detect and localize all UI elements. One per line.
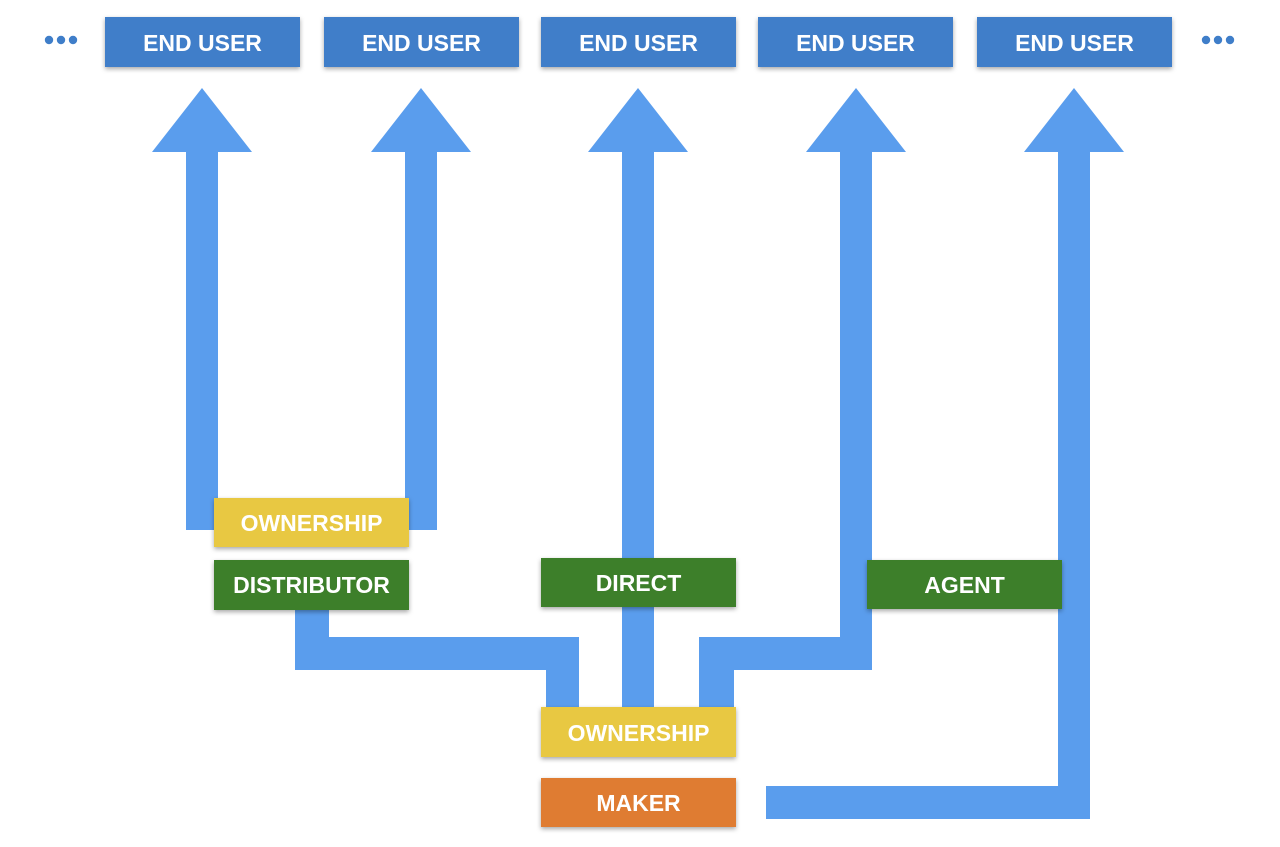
end-user-box-4: END USER (758, 17, 953, 67)
arrows (152, 88, 1124, 819)
end-user-box-3: END USER (541, 17, 736, 67)
maker-label: MAKER (596, 790, 681, 816)
connector-maker-to-end-user-5 (766, 786, 1090, 819)
end-user-box-2: END USER (324, 17, 519, 67)
end-user-label: END USER (1015, 30, 1134, 56)
direct-box: DIRECT (541, 558, 736, 607)
connector-ownership-to-distributor (295, 606, 579, 708)
ellipsis-right (1201, 35, 1235, 45)
distributor-box: DISTRIBUTOR (214, 560, 409, 610)
ownership-box-bottom: OWNERSHIP (541, 707, 736, 757)
ellipsis-left (44, 35, 78, 45)
end-user-box-5: END USER (977, 17, 1172, 67)
agent-label: AGENT (924, 572, 1005, 598)
arrow-to-end-user-4 (806, 88, 906, 640)
end-user-label: END USER (143, 30, 262, 56)
end-user-label: END USER (796, 30, 915, 56)
distributor-label: DISTRIBUTOR (233, 572, 390, 598)
arrow-to-end-user-2 (371, 88, 471, 530)
agent-box: AGENT (867, 560, 1062, 609)
ownership-label: OWNERSHIP (241, 510, 383, 536)
arrow-to-end-user-3 (588, 88, 688, 708)
arrow-to-end-user-1 (152, 88, 252, 530)
end-user-label: END USER (579, 30, 698, 56)
end-user-box-1: END USER (105, 17, 300, 67)
direct-label: DIRECT (596, 570, 682, 596)
maker-box: MAKER (541, 778, 736, 827)
ownership-label: OWNERSHIP (568, 720, 710, 746)
connector-ownership-to-agent (699, 637, 872, 708)
ownership-box-top: OWNERSHIP (214, 498, 409, 547)
arrow-to-end-user-5 (1024, 88, 1124, 790)
end-user-label: END USER (362, 30, 481, 56)
